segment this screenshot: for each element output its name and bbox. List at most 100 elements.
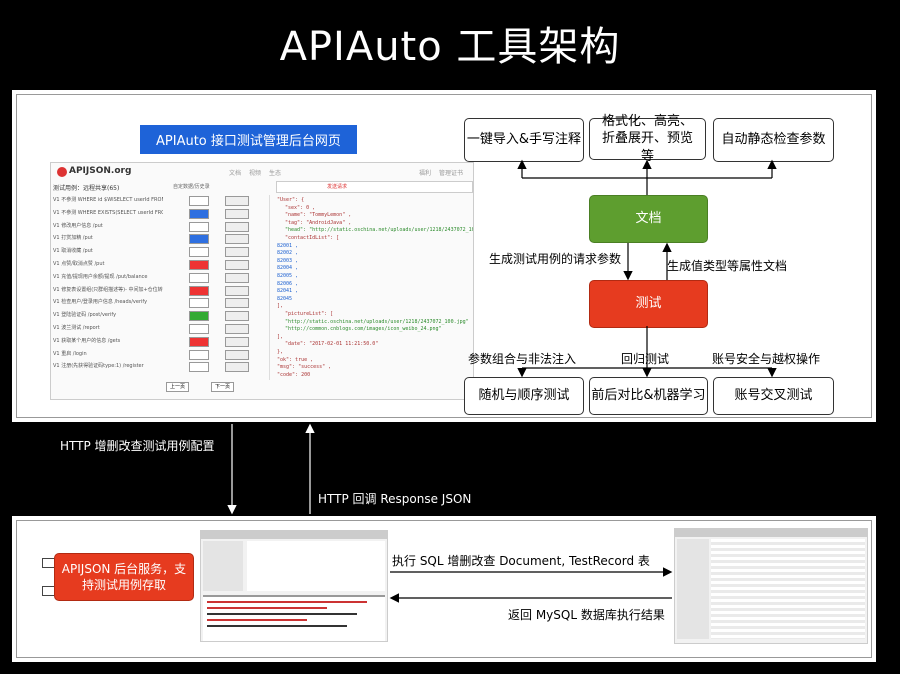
status-button[interactable] <box>189 336 209 347</box>
list-header: 测试用例：远程共享(65) <box>53 185 120 192</box>
action-button[interactable] <box>225 311 249 322</box>
combo-label: 参数组合与非法注入 <box>468 352 577 366</box>
action-button[interactable] <box>225 324 249 334</box>
mysql-label: 返回 MySQL 数据库执行结果 <box>508 608 665 622</box>
account-box: 账号交叉测试 <box>713 377 834 415</box>
ide-console <box>203 595 385 641</box>
test-case-row[interactable]: V1 不参测 WHERE id $WISELECT userId FROM Co… <box>53 195 265 207</box>
action-button[interactable] <box>225 208 249 219</box>
test-case-row[interactable]: V1 修改用户信息 /put <box>53 221 265 233</box>
status-button[interactable] <box>189 208 209 219</box>
status-button[interactable] <box>189 324 209 334</box>
action-button[interactable] <box>225 362 249 373</box>
status-button[interactable] <box>189 298 209 309</box>
json-line: 82041 , <box>277 288 299 295</box>
gen-params-label: 生成测试用例的请求参数 <box>489 252 622 266</box>
prev-page-button[interactable]: 上一页 <box>166 382 190 392</box>
logo-text: APIJSON.org <box>69 166 132 176</box>
test-case-label: V1 重启 /login <box>53 350 87 357</box>
action-button[interactable] <box>225 272 249 283</box>
page-title: APIAuto 工具架构 <box>0 14 900 72</box>
server-box: APIJSON 后台服务，支持测试用例存取 <box>54 553 194 601</box>
test-case-label: V1 获取某个用户的信息 /gets <box>53 337 121 344</box>
test-case-list: V1 不参测 WHERE id $WISELECT userId FROM Co… <box>53 195 265 375</box>
list-header-right: 自定数据/历史录 <box>173 184 210 190</box>
middle-connectors <box>227 423 315 515</box>
screenshot-link-cert[interactable]: 管理证书 <box>439 170 464 177</box>
test-case-row[interactable]: V1 重启 /login <box>53 349 265 361</box>
test-case-row[interactable]: V1 波兰测试 /report <box>53 323 265 335</box>
action-button[interactable] <box>225 247 249 258</box>
screenshot-tab-docs[interactable]: 文档 <box>229 170 242 177</box>
json-line: "contactIdList": [ <box>285 235 340 241</box>
json-line: 82005 , <box>277 273 299 279</box>
action-button[interactable] <box>225 221 249 232</box>
logo-icon <box>57 167 67 177</box>
screenshot-link-welfare[interactable]: 福利 <box>419 170 432 177</box>
action-button[interactable] <box>225 260 249 270</box>
compare-box: 前后对比&机器学习 <box>589 377 708 415</box>
test-case-row[interactable]: V1 不参测 WHERE EXISTS(SELECT userId FROM C… <box>53 208 265 220</box>
test-case-row[interactable]: V1 检查用户/登录用户信息 /heads/verify <box>53 297 265 309</box>
json-line: "msg": "success" , <box>277 364 332 371</box>
next-page-button[interactable]: 下一页 <box>211 382 235 392</box>
test-case-row[interactable]: V1 注册(先获得验证码type:1) /register <box>53 361 265 373</box>
test-case-label: V1 不参测 WHERE id $WISELECT userId FROM Co… <box>53 197 163 203</box>
status-button[interactable] <box>189 260 209 270</box>
test-case-label: V1 修改用户信息 /put <box>53 222 103 229</box>
screenshot-tab-video[interactable]: 视频 <box>249 170 262 177</box>
bottom-connectors <box>389 567 673 603</box>
backend-panel: APIJSON 后台服务，支持测试用例存取 执行 SQL 增删改查 Docume… <box>12 516 876 662</box>
status-button[interactable] <box>189 349 209 360</box>
ide-screenshot <box>200 530 388 642</box>
status-button[interactable] <box>189 247 209 258</box>
json-line: "User": { <box>277 197 305 203</box>
static-check-box: 自动静态检查参数 <box>713 118 834 162</box>
test-case-label: V1 打赏加精 /put <box>53 235 93 242</box>
test-case-row[interactable]: V1 点赞/取消点赞 /put <box>53 259 265 271</box>
url-bar[interactable]: 发送请求 <box>276 181 473 193</box>
json-line: "http://static.oschina.net/uploads/user/… <box>285 318 469 325</box>
test-case-row[interactable]: V1 获取某个用户的信息 /gets <box>53 336 265 348</box>
status-button[interactable] <box>189 272 209 283</box>
send-button[interactable]: 发送请求 <box>327 184 348 190</box>
status-button[interactable] <box>189 285 209 296</box>
action-button[interactable] <box>225 298 249 309</box>
http-crud-label: HTTP 增删改查测试用例配置 <box>60 439 215 453</box>
json-line: ], <box>277 303 284 310</box>
test-case-row[interactable]: V1 取消收藏 /put <box>53 246 265 258</box>
json-line: 82006 , <box>277 280 299 287</box>
test-case-label: V1 注册(先获得验证码type:1) /register <box>53 363 144 370</box>
test-case-row[interactable]: V1 修复表设置组(只群组描述等)- 中间加+仓位转换 <box>53 285 265 297</box>
action-button[interactable] <box>225 285 249 296</box>
security-label: 账号安全与越权操作 <box>712 352 821 366</box>
regression-label: 回归测试 <box>621 352 670 366</box>
status-button[interactable] <box>189 311 209 322</box>
test-case-row[interactable]: V1 打赏加精 /put <box>53 233 265 245</box>
test-case-label: V1 登陆验证码 /post/verify <box>53 312 117 319</box>
test-case-label: V1 波兰测试 /report <box>53 325 100 331</box>
json-line: "sex": 0 , <box>285 204 316 211</box>
json-line: 82003 , <box>277 257 299 264</box>
status-button[interactable] <box>189 234 209 245</box>
action-button[interactable] <box>225 196 249 206</box>
status-button[interactable] <box>189 362 209 373</box>
format-box: 格式化、高亮、折叠展开、预览 等 <box>589 114 706 164</box>
action-button[interactable] <box>225 234 249 245</box>
status-button[interactable] <box>189 221 209 232</box>
ide-toolbar <box>201 531 387 539</box>
split-divider[interactable] <box>269 195 270 380</box>
web-admin-panel: APIAuto 接口测试管理后台网页 APIJSON.org 文档 视频 生态 … <box>12 90 876 422</box>
panel-bevel <box>16 94 872 418</box>
action-button[interactable] <box>225 336 249 347</box>
action-button[interactable] <box>225 349 249 360</box>
top-connectors <box>517 159 777 378</box>
test-case-row[interactable]: V1 充值/提现用户余额/提现 /put/balance <box>53 272 265 284</box>
test-case-row[interactable]: V1 登陆验证码 /post/verify <box>53 310 265 322</box>
panel-bevel-bottom <box>16 520 872 658</box>
json-line: "pictureList": [ <box>285 311 334 317</box>
admin-web-banner: APIAuto 接口测试管理后台网页 <box>140 125 357 154</box>
json-line: ], <box>277 333 284 340</box>
screenshot-tab-eco[interactable]: 生态 <box>269 170 282 177</box>
status-button[interactable] <box>189 196 209 206</box>
